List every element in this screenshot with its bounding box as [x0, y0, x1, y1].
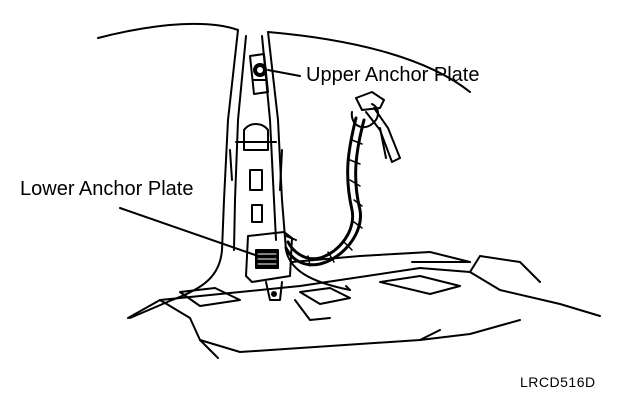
upper-anchor-plate-label: Upper Anchor Plate: [306, 64, 480, 86]
upper-anchor-leader: [267, 69, 301, 77]
lower-anchor-plate-label: Lower Anchor Plate: [20, 178, 194, 200]
roof-line: [97, 22, 239, 39]
lower-anchor-leader: [119, 207, 259, 257]
belt-webbing-twists: [307, 139, 363, 267]
upper-anchor-plate: [249, 53, 269, 95]
roof-line-right: [267, 31, 471, 93]
belt-upper-hardware: [350, 91, 401, 163]
figure-code: LRCD516D: [520, 374, 596, 390]
sill-trim: [291, 251, 471, 263]
floor-panel: [127, 255, 601, 359]
lower-anchor-plate: [245, 231, 297, 301]
